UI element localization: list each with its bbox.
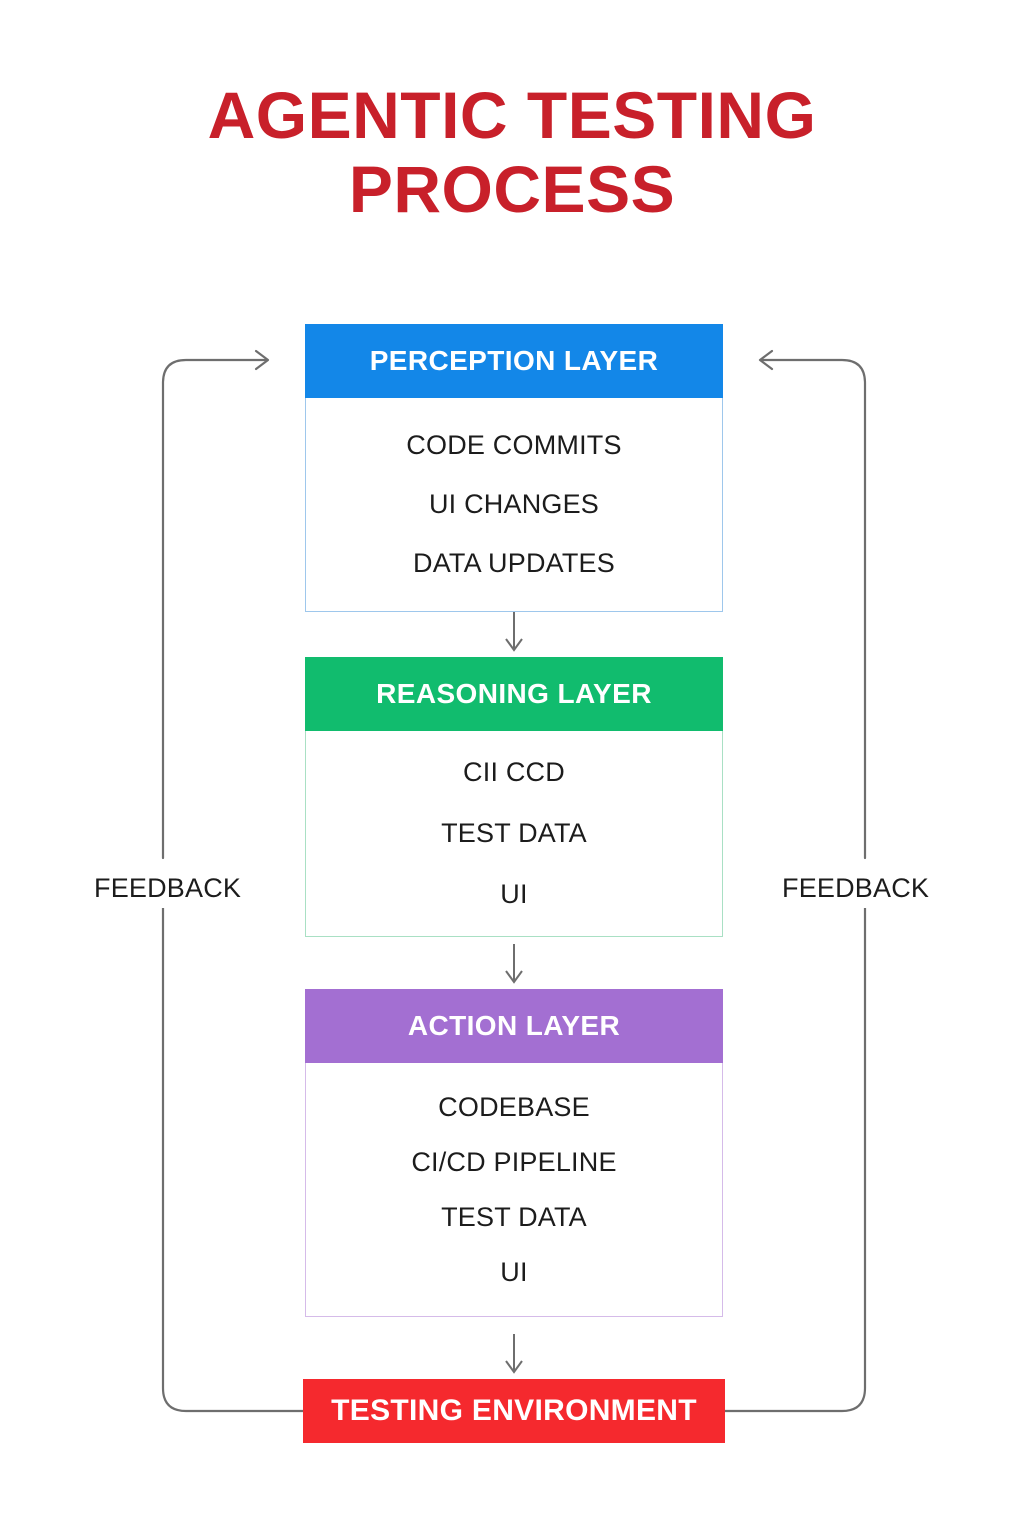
page-title: AGENTIC TESTING PROCESS xyxy=(207,78,817,226)
layer-item: CI/CD PIPELINE xyxy=(411,1146,617,1177)
layer-item: TEST DATA xyxy=(441,1201,587,1232)
layer-item: CODEBASE xyxy=(438,1091,590,1122)
layer-item: UI CHANGES xyxy=(428,489,600,519)
layer-card-reasoning[interactable]: REASONING LAYER CII CCD TEST DATA UI xyxy=(305,657,723,937)
testing-environment-box[interactable]: TESTING ENVIRONMENT xyxy=(303,1379,725,1443)
arrow-reasoning-to-action xyxy=(505,944,523,984)
layer-header-action: ACTION LAYER xyxy=(305,989,723,1063)
layer-header-perception: PERCEPTION LAYER xyxy=(305,324,723,398)
arrow-action-to-testing xyxy=(505,1334,523,1374)
layer-item: CII CCD xyxy=(463,757,565,787)
layer-body-action: CODEBASE CI/CD PIPELINE TEST DATA UI xyxy=(305,1063,723,1317)
layer-item: UI xyxy=(500,879,528,909)
feedback-label-left: FEEDBACK xyxy=(84,869,252,908)
layer-item: TEST DATA xyxy=(441,818,587,848)
layer-body-perception: CODE COMMITS UI CHANGES DATA UPDATES xyxy=(305,398,723,612)
arrow-perception-to-reasoning xyxy=(505,612,523,652)
layer-item: UI xyxy=(500,1256,528,1287)
layer-header-reasoning: REASONING LAYER xyxy=(305,657,723,731)
layer-body-reasoning: CII CCD TEST DATA UI xyxy=(305,731,723,937)
layer-card-action[interactable]: ACTION LAYER CODEBASE CI/CD PIPELINE TES… xyxy=(305,989,723,1317)
layer-card-perception[interactable]: PERCEPTION LAYER CODE COMMITS UI CHANGES… xyxy=(305,324,723,612)
layer-item: CODE COMMITS xyxy=(406,430,622,460)
layer-item: DATA UPDATES xyxy=(413,548,615,578)
feedback-label-right: FEEDBACK xyxy=(772,869,940,908)
